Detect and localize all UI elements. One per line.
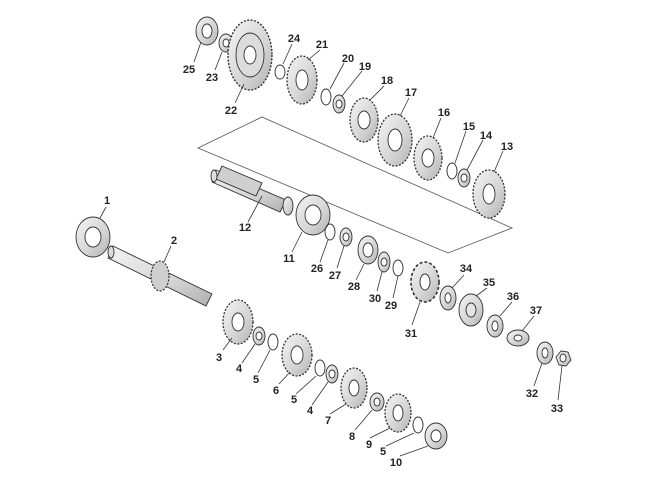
label-part-27: 27 [329, 270, 341, 282]
part-18-gear [349, 97, 379, 143]
part-35-cover [458, 293, 484, 327]
label-part-26: 26 [311, 263, 323, 275]
part-25-bearing [195, 16, 219, 46]
part-5-circlip-second [314, 359, 326, 377]
label-part-5-second: 5 [291, 394, 297, 406]
label-part-25: 25 [183, 64, 195, 76]
label-part-24: 24 [288, 33, 301, 45]
part-26-ring [324, 223, 336, 241]
part-3-gear [222, 299, 254, 345]
part-22-gear [227, 19, 273, 91]
part-15-circlip [446, 162, 458, 180]
part-28-washer [357, 235, 379, 265]
part-16-gear [413, 135, 443, 181]
label-part-37: 37 [530, 305, 542, 317]
part-33-nut [555, 350, 572, 367]
part-31-sprocket [410, 261, 440, 303]
label-part-19: 19 [359, 61, 371, 73]
layshaft-group-outline [197, 116, 514, 254]
label-part-36: 36 [507, 291, 519, 303]
part-30-washer [377, 251, 391, 273]
part-17-gear [377, 113, 413, 167]
label-part-30: 30 [369, 293, 381, 305]
part-37-washer [506, 329, 530, 347]
part-21-gear [286, 55, 318, 105]
part-10-bearing [424, 422, 448, 450]
label-part-33: 33 [551, 403, 563, 415]
label-part-18: 18 [381, 75, 393, 87]
leader-lines [99, 41, 563, 457]
part-13-gear [472, 169, 506, 219]
part-7-gear [340, 367, 368, 409]
part-5-circlip [267, 333, 279, 351]
part-34-washer [439, 285, 457, 311]
part-36-spacer [486, 314, 504, 338]
label-part-15: 15 [463, 121, 475, 133]
label-part-14: 14 [480, 130, 493, 142]
part-20-circlip [320, 88, 332, 106]
part-29-circlip [392, 259, 404, 277]
part-27-bushing [339, 227, 353, 247]
part-14-washer [457, 168, 471, 188]
label-part-16: 16 [438, 107, 450, 119]
label-part-9: 9 [366, 439, 372, 451]
label-part-5-third: 5 [380, 446, 386, 458]
part-24-ring [274, 64, 286, 80]
part-4-washer [252, 326, 266, 346]
label-part-8: 8 [349, 431, 355, 443]
part-2-shaft [107, 245, 213, 307]
part-1-bearing [75, 216, 111, 258]
label-part-11: 11 [283, 253, 295, 265]
label-part-29: 29 [385, 300, 397, 312]
part-9-gear [384, 393, 412, 433]
label-part-20: 20 [342, 53, 354, 65]
part-11-bearing [295, 194, 331, 236]
label-part-31: 31 [405, 328, 417, 340]
part-12-shaft [210, 165, 294, 216]
label-part-5: 5 [253, 374, 259, 386]
label-part-4-second: 4 [307, 405, 314, 417]
part-8-bushing [369, 392, 385, 412]
part-32-washer [536, 341, 554, 365]
label-part-1: 1 [104, 195, 110, 207]
label-part-22: 22 [225, 105, 237, 117]
part-6-gear [281, 333, 313, 377]
part-19-washer [332, 94, 346, 114]
part-4-washer-second [325, 364, 339, 384]
label-part-7: 7 [325, 415, 331, 427]
label-part-3: 3 [216, 352, 222, 364]
label-part-21: 21 [316, 39, 328, 51]
label-part-35: 35 [483, 277, 495, 289]
label-part-4: 4 [236, 363, 243, 375]
label-part-6: 6 [273, 385, 279, 397]
label-part-34: 34 [460, 263, 473, 275]
part-labels: 1 2 3 4 5 6 5 4 7 8 9 5 10 11 12 13 14 1… [104, 33, 563, 469]
label-part-2: 2 [171, 235, 177, 247]
part-5-circlip-third [412, 416, 424, 434]
label-part-13: 13 [501, 141, 513, 153]
label-part-10: 10 [390, 457, 402, 469]
label-part-23: 23 [206, 72, 218, 84]
label-part-12: 12 [239, 222, 251, 234]
label-part-28: 28 [348, 281, 360, 293]
label-part-32: 32 [526, 388, 538, 400]
label-part-17: 17 [405, 87, 417, 99]
